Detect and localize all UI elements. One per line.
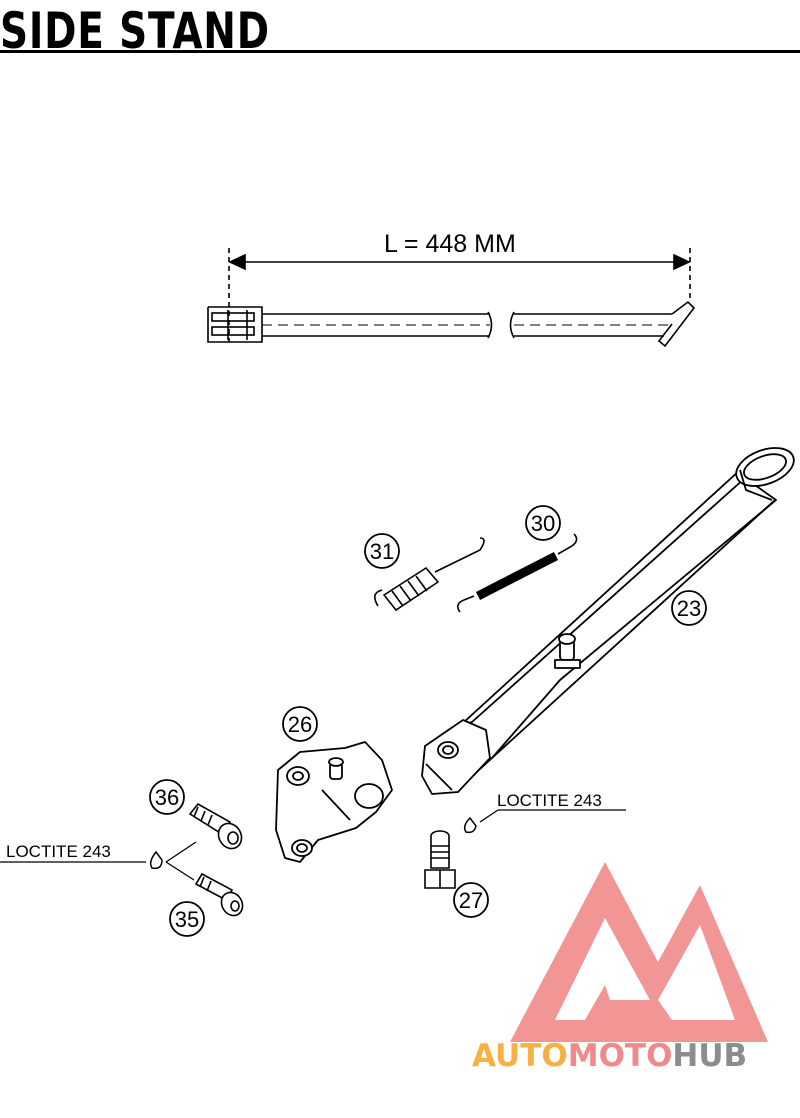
- dimension-drawing: [207, 248, 696, 348]
- pivot-bracket: [275, 741, 393, 863]
- spring-large: [456, 533, 578, 613]
- loctite-drop-left: [149, 850, 163, 870]
- part-number-35: 35: [175, 907, 199, 932]
- callout-circle-31: [364, 533, 400, 569]
- callout-circle-35: [169, 901, 205, 937]
- part-number-31: 31: [370, 539, 394, 564]
- loctite-note-right: LOCTITE 243: [497, 791, 602, 810]
- watermark-text-hub: HUB: [672, 1038, 747, 1074]
- title-rule: [0, 50, 800, 53]
- callout-circle-30: [525, 505, 561, 541]
- callout-circle-27: [453, 882, 489, 918]
- loctite-note-left: LOCTITE 243: [6, 842, 111, 861]
- bolt-lower: [194, 872, 244, 917]
- watermark-text-moto: MOTO: [568, 1038, 673, 1074]
- part-number-36: 36: [155, 785, 179, 810]
- watermark-text-auto: AUTO: [472, 1038, 568, 1074]
- callout-circle-36: [149, 779, 185, 815]
- dimension-label: L = 448 MM: [384, 230, 516, 258]
- loctite-drop-right: [463, 816, 477, 834]
- watermark-logo-icon: [510, 862, 768, 1042]
- part-number-23: 23: [677, 596, 701, 621]
- pivot-bolt: [424, 830, 456, 889]
- side-stand: [421, 447, 795, 795]
- bolt-upper: [188, 802, 243, 850]
- part-number-30: 30: [531, 511, 555, 536]
- callout-circle-26: [282, 706, 318, 742]
- part-number-27: 27: [459, 888, 483, 913]
- part-number-26: 26: [288, 712, 312, 737]
- watermark-text: AUTOMOTOHUB: [472, 1038, 747, 1074]
- spring-small: [374, 537, 485, 612]
- callout-circle-23: [671, 590, 707, 626]
